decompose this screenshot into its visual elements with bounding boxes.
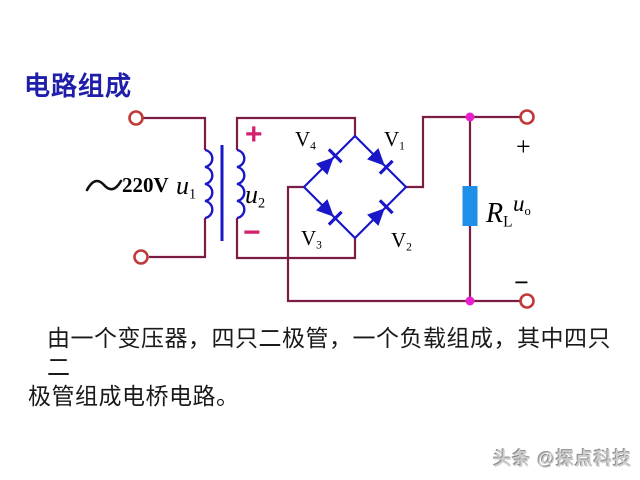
u1-sub: 1 (189, 186, 197, 203)
description-line2: 极管组成电桥电路。 (28, 384, 240, 409)
input-terminal-top (128, 110, 144, 126)
diode-v3-label: V3 (301, 228, 322, 252)
bridge-right-to-plus-wire (406, 115, 521, 189)
diode-v1-label: V1 (384, 129, 405, 153)
load-resistor-label: RL (486, 200, 513, 230)
rl-base: R (486, 198, 504, 229)
diode-v4-symbol (316, 148, 343, 175)
v1-sub: 1 (399, 140, 405, 153)
v2-base: V (391, 228, 407, 252)
diode-v4-label: V4 (295, 129, 316, 153)
u2-sub: 2 (258, 195, 266, 212)
input-terminal-bottom (133, 249, 149, 265)
ac-voltage-label: 220V (122, 173, 169, 197)
uo-sub: o (524, 203, 531, 218)
output-voltage-label: uo (513, 192, 531, 217)
output-plus-sign: + (516, 132, 531, 161)
secondary-bottom-wire (235, 218, 357, 260)
primary-winding (204, 148, 214, 220)
diode-v3-symbol (316, 199, 343, 226)
transformer (204, 145, 246, 241)
secondary-winding (236, 148, 246, 220)
secondary-plus-sign: + (245, 118, 263, 151)
page-title: 电路组成 (24, 71, 133, 101)
u2-base: u (245, 180, 258, 209)
output-terminal-plus (519, 109, 535, 125)
diode-v1-symbol (367, 148, 394, 175)
diode-bridge (302, 134, 408, 240)
u1-base: u (176, 171, 189, 200)
primary-top-wire (143, 116, 207, 150)
bridge-diamond (302, 134, 408, 240)
watermark: 头条 @探点科技 (493, 449, 632, 469)
diode-v2-label: V2 (391, 230, 412, 254)
load-resistor (462, 186, 478, 226)
secondary-top-wire (235, 116, 357, 150)
secondary-minus-sign: − (243, 216, 261, 249)
output-terminal-minus (519, 293, 535, 309)
v4-base: V (295, 127, 311, 151)
v2-sub: 2 (406, 241, 412, 254)
ac-sine-icon (85, 179, 123, 192)
description-text: 由一个变压器，四只二极管，一个负载组成，其中四只二 极管组成电桥电路。 (28, 324, 628, 411)
diode-v2-symbol (367, 199, 394, 226)
bridge-left-to-minus-wire (286, 185, 521, 303)
junction-dot-top (465, 112, 475, 122)
v3-base: V (301, 226, 317, 250)
secondary-voltage-label: u2 (245, 182, 265, 211)
description-line1: 由一个变压器，四只二极管，一个负载组成，其中四只二 (47, 326, 611, 380)
junction-dot-bottom (465, 296, 475, 306)
primary-voltage-label: u1 (176, 173, 196, 202)
primary-bottom-wire (149, 218, 207, 259)
v4-sub: 4 (310, 140, 316, 153)
v3-sub: 3 (316, 239, 322, 252)
v1-base: V (384, 127, 400, 151)
rl-sub: L (503, 213, 513, 231)
uo-base: u (513, 191, 525, 216)
output-minus-sign: − (514, 268, 529, 297)
